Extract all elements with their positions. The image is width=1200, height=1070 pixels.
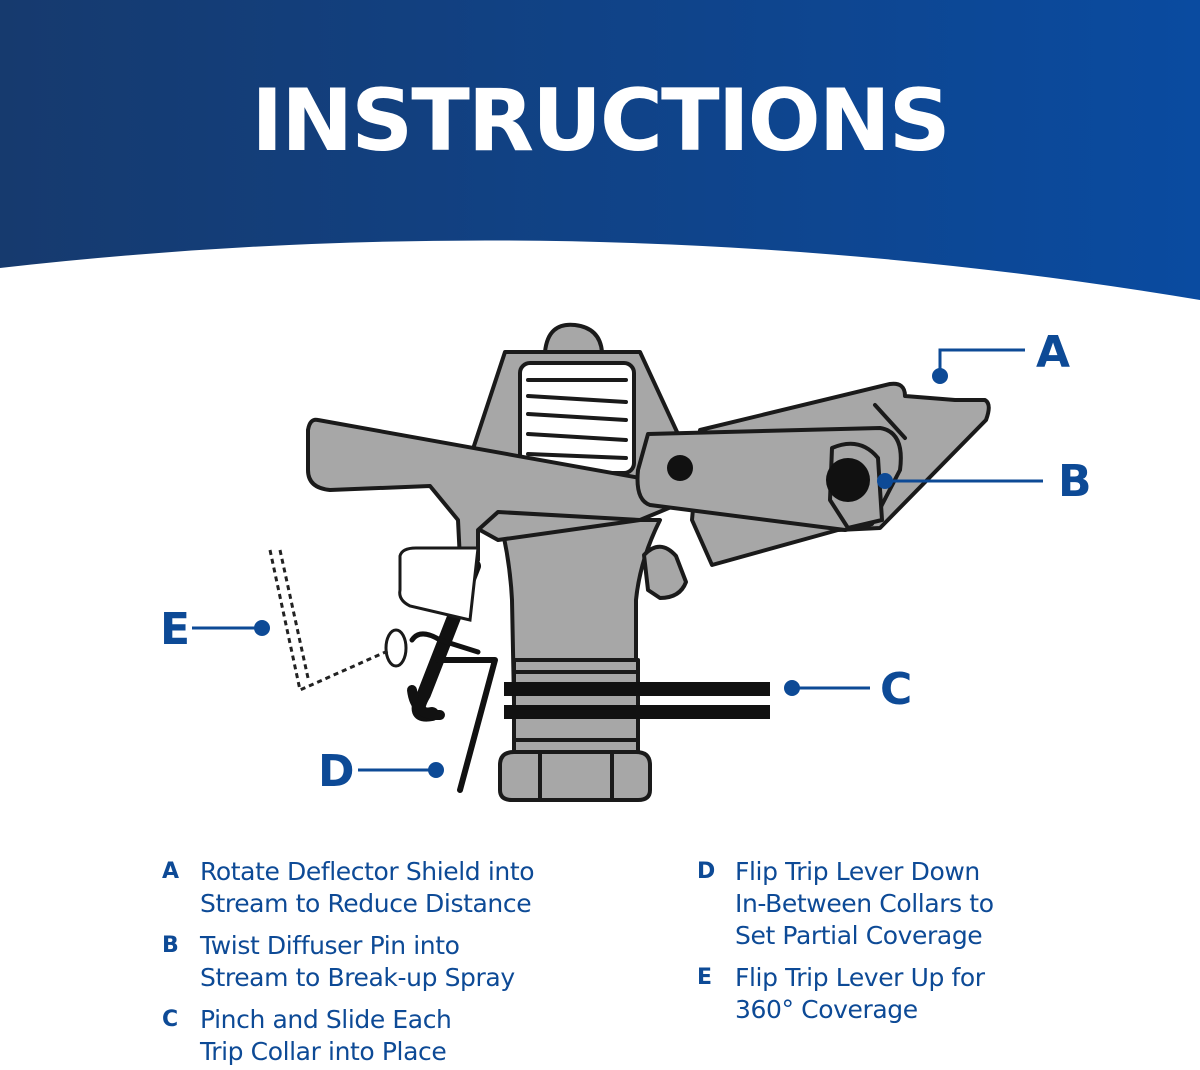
trip-collar-upper [504, 682, 770, 696]
legend-left-column: A Rotate Deflector Shield into Stream to… [162, 856, 632, 1070]
legend-letter: B [162, 933, 179, 958]
trip-collar-lower [504, 705, 770, 719]
legend-item-e: E Flip Trip Lever Up for 360° Coverage [697, 962, 1037, 1026]
trip-lever-up-dashed [268, 549, 391, 693]
legend-item-d: D Flip Trip Lever Down In-Between Collar… [697, 856, 1037, 952]
callout-b-dot [877, 473, 893, 489]
page-title: INSTRUCTIONS [251, 71, 950, 171]
callout-a-line [938, 348, 1025, 376]
rocker-arm [306, 417, 690, 562]
callout-a-label: A [1036, 327, 1070, 378]
legend-item-b: B Twist Diffuser Pin into Stream to Brea… [162, 930, 632, 994]
legend-item-a: A Rotate Deflector Shield into Stream to… [162, 856, 632, 920]
legend-text: Pinch and Slide Each Trip Collar into Pl… [200, 1005, 452, 1066]
legend-text: Flip Trip Lever Up for 360° Coverage [735, 963, 985, 1024]
callout-a-dot [932, 368, 948, 384]
legend-item-c: C Pinch and Slide Each Trip Collar into … [162, 1004, 632, 1068]
legend-letter: D [697, 859, 716, 884]
legend-text: Twist Diffuser Pin into Stream to Break-… [200, 931, 515, 992]
callout-d-dot [428, 762, 444, 778]
legend-text: Rotate Deflector Shield into Stream to R… [200, 857, 535, 918]
callout-d-label: D [318, 746, 355, 797]
callout-c-dot [784, 680, 800, 696]
diffuser-pin [826, 458, 870, 502]
legend-letter: A [162, 859, 180, 884]
callout-e-label: E [160, 604, 190, 655]
callout-b-label: B [1058, 456, 1092, 507]
legend-right-column: D Flip Trip Lever Down In-Between Collar… [697, 856, 1037, 1036]
callout-e-dot [254, 620, 270, 636]
callout-c-label: C [880, 664, 912, 715]
header-banner [0, 0, 1200, 300]
legend-letter: C [162, 1007, 179, 1032]
legend-letter: E [697, 965, 713, 990]
sprinkler-top-cap [543, 322, 604, 354]
legend-text: Flip Trip Lever Down In-Between Collars … [735, 857, 994, 950]
sprinkler-base-nut [498, 750, 652, 802]
sprinkler-diagram: A B C D E [160, 322, 1092, 802]
link-pin [667, 455, 693, 481]
